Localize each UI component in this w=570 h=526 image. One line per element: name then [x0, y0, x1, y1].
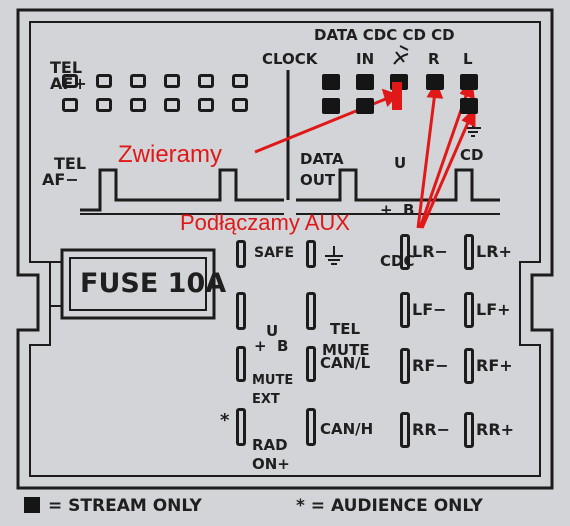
in-label: IN — [356, 50, 375, 68]
star-mark: * — [220, 410, 230, 431]
pin-lf-plus — [464, 292, 474, 328]
pin-mute-ext-r — [306, 346, 316, 382]
af-pin-square — [62, 74, 78, 88]
r-label: R — [428, 50, 440, 68]
satellite-icon — [393, 45, 409, 65]
stream-pin — [322, 74, 340, 90]
fuse-frame — [60, 248, 216, 320]
lr-minus-label: LR− — [412, 242, 448, 261]
podlaczamy-annotation: Podłączamy AUX — [180, 210, 350, 235]
rf-minus-label: RF− — [412, 356, 449, 375]
pin-rad-on-r — [306, 408, 316, 446]
short-marker — [392, 82, 402, 110]
ub-cdc-label: U + B CDC — [380, 154, 415, 270]
stream-pin — [356, 74, 374, 90]
rr-minus-label: RR− — [412, 420, 451, 439]
pin-lf-minus — [400, 292, 410, 328]
rr-plus-label: RR+ — [476, 420, 515, 439]
stream-pin — [322, 98, 340, 114]
can-h-label: CAN/H — [320, 420, 374, 438]
af-pin-square — [164, 74, 180, 88]
pin-ub — [236, 292, 246, 330]
pin-rr-plus — [464, 412, 474, 448]
stream-pin — [426, 74, 444, 90]
af-pin-square — [62, 98, 78, 112]
stream-pin — [356, 98, 374, 114]
clock-label: CLOCK — [262, 50, 318, 68]
pin-safe — [236, 240, 246, 268]
pin-rf-plus — [464, 348, 474, 384]
pin-lr-minus — [400, 234, 410, 270]
left-rail — [80, 168, 284, 212]
ub-label: U+ B — [254, 322, 289, 355]
pin-mute-ext — [236, 346, 246, 382]
af-pin-square — [198, 98, 214, 112]
right-rail — [296, 168, 500, 202]
rf-plus-label: RF+ — [476, 356, 513, 375]
data-cdc-cd-header: DATA CDC CD CD — [314, 26, 455, 44]
lf-plus-label: LF+ — [476, 300, 511, 319]
fuse-label: FUSE 10A — [80, 268, 227, 299]
pin-rr-minus — [400, 412, 410, 448]
l-label: L — [463, 50, 473, 68]
pin-ub-r — [306, 292, 316, 330]
zwieramy-annotation: Zwieramy — [118, 141, 223, 168]
lr-plus-label: LR+ — [476, 242, 512, 261]
af-pin-square — [130, 98, 146, 112]
af-pin-square — [198, 74, 214, 88]
pin-safe-r — [306, 240, 316, 268]
ground-icon — [325, 246, 343, 265]
fuse-inner — [69, 257, 207, 311]
safe-label: SAFE — [254, 245, 295, 261]
housing-outline — [16, 8, 554, 490]
stream-pin — [460, 98, 478, 114]
af-pin-square — [96, 74, 112, 88]
af-pin-square — [130, 74, 146, 88]
stream-only-legend: = STREAM ONLY — [48, 496, 202, 516]
af-pin-square — [232, 74, 248, 88]
solid-square-icon — [24, 497, 40, 513]
af-pin-square — [232, 98, 248, 112]
lf-minus-label: LF− — [412, 300, 447, 319]
af-pin-square — [164, 98, 180, 112]
af-pin-square — [96, 98, 112, 112]
pin-rf-minus — [400, 348, 410, 384]
pin-rad-on — [236, 408, 246, 446]
stream-pin — [460, 74, 478, 90]
pin-lr-plus — [464, 234, 474, 270]
audience-only-legend: * = AUDIENCE ONLY — [296, 496, 483, 516]
cd-label: CD — [460, 146, 484, 164]
can-l-label: CAN/L — [320, 354, 371, 372]
